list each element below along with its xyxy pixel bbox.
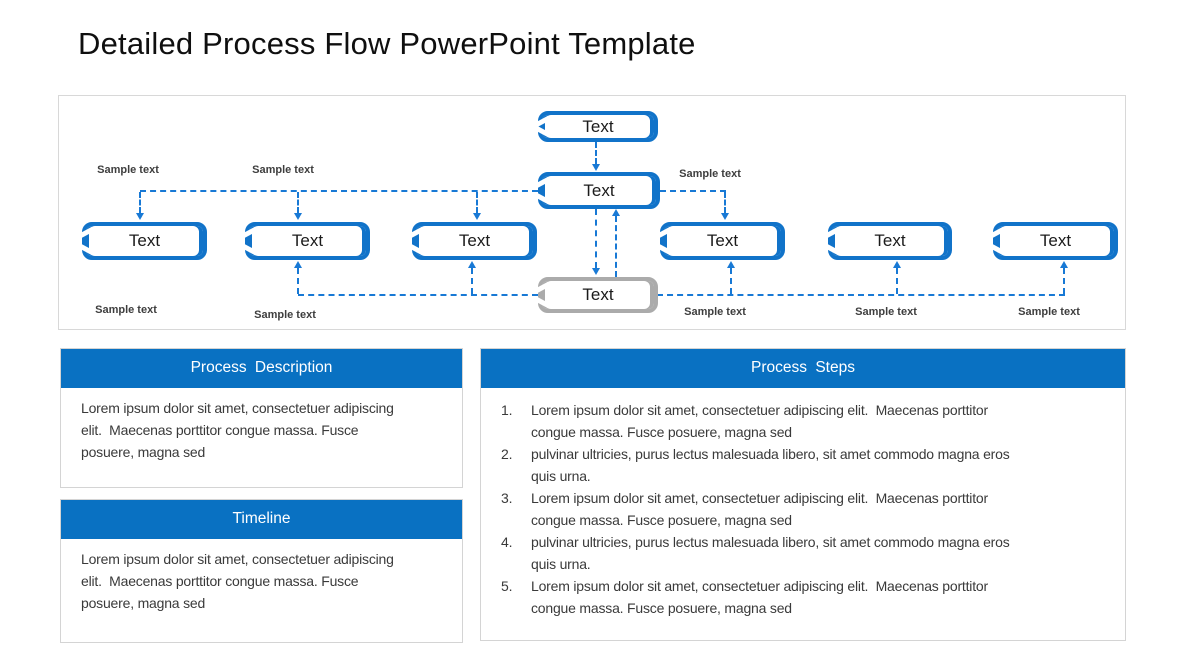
process-steps-list[interactable]: 1. Lorem ipsum dolor sit amet, consectet…: [481, 388, 1125, 619]
list-item-text: quis urna.: [531, 556, 591, 572]
timeline-header[interactable]: Timeline: [61, 500, 462, 539]
process-steps-panel: Process Steps 1. Lorem ipsum dolor sit a…: [480, 348, 1126, 641]
list-item-text: pulvinar ultricies, purus lectus malesua…: [531, 446, 1010, 462]
connector-line: [615, 216, 617, 277]
box-label: Text: [583, 180, 615, 200]
body-text-line: posuere, magna sed: [81, 444, 206, 460]
arrowhead-down-icon: [721, 213, 729, 220]
arrowhead-up-icon: [893, 261, 901, 268]
process-box-1[interactable]: Text: [82, 222, 207, 260]
process-description-body[interactable]: Lorem ipsum dolor sit amet, consectetuer…: [61, 388, 462, 463]
list-item-number: 5.: [501, 578, 513, 594]
box-label: Text: [582, 285, 614, 304]
connector-line: [595, 209, 597, 268]
list-item-text: Lorem ipsum dolor sit amet, consectetuer…: [531, 402, 988, 418]
sample-text-label[interactable]: Sample text: [855, 306, 917, 318]
connector-line: [724, 192, 726, 213]
body-text-line: elit. Maecenas porttitor congue massa. F…: [81, 422, 359, 438]
connector-line: [660, 190, 726, 192]
process-box-3[interactable]: Text: [412, 222, 537, 260]
arrowhead-up-icon: [727, 261, 735, 268]
list-item-number: 2.: [501, 446, 513, 462]
connector-line: [657, 294, 1065, 296]
arrowhead-down-icon: [592, 268, 600, 275]
list-item: 4. pulvinar ultricies, purus lectus male…: [501, 531, 1125, 575]
process-steps-header[interactable]: Process Steps: [481, 349, 1125, 388]
list-item-number: 3.: [501, 490, 513, 506]
timeline-panel: Timeline Lorem ipsum dolor sit amet, con…: [60, 499, 463, 643]
body-text-line: posuere, magna sed: [81, 595, 206, 611]
sample-text-label[interactable]: Sample text: [1018, 306, 1080, 318]
sample-text-label[interactable]: Sample text: [252, 164, 314, 176]
arrowhead-up-icon: [612, 209, 620, 216]
process-box-5[interactable]: Text: [828, 222, 952, 260]
list-item: 3. Lorem ipsum dolor sit amet, consectet…: [501, 487, 1125, 531]
arrowhead-up-icon: [294, 261, 302, 268]
process-box-4[interactable]: Text: [660, 222, 785, 260]
process-box-2[interactable]: Text: [245, 222, 370, 260]
box-label: Text: [128, 231, 161, 250]
sample-text-label[interactable]: Sample text: [254, 309, 316, 321]
connector-line: [471, 268, 473, 294]
sample-text-label[interactable]: Sample text: [97, 164, 159, 176]
connector-line: [140, 190, 538, 192]
box-label: Text: [874, 231, 906, 250]
box-label: Text: [582, 116, 614, 136]
body-text-line: Lorem ipsum dolor sit amet, consectetuer…: [81, 551, 394, 567]
list-item-text: Lorem ipsum dolor sit amet, consectetuer…: [531, 490, 988, 506]
box-label: Text: [458, 231, 491, 250]
list-item-number: 4.: [501, 534, 513, 550]
list-item-text: congue massa. Fusce posuere, magna sed: [531, 600, 792, 616]
process-box-top[interactable]: Text: [538, 111, 658, 142]
timeline-body[interactable]: Lorem ipsum dolor sit amet, consectetuer…: [61, 539, 462, 614]
connector-line: [139, 192, 141, 213]
process-box-bottom-gray[interactable]: Text: [538, 277, 658, 313]
list-item: 5. Lorem ipsum dolor sit amet, consectet…: [501, 575, 1125, 619]
arrowhead-down-icon: [592, 164, 600, 171]
process-description-panel: Process Description Lorem ipsum dolor si…: [60, 348, 463, 488]
sample-text-label[interactable]: Sample text: [679, 168, 741, 180]
arrowhead-down-icon: [473, 213, 481, 220]
connector-line: [1063, 268, 1065, 294]
connector-line: [476, 192, 478, 213]
page-title[interactable]: Detailed Process Flow PowerPoint Templat…: [78, 26, 696, 61]
body-text-line: elit. Maecenas porttitor congue massa. F…: [81, 573, 359, 589]
process-box-center[interactable]: Text: [538, 172, 660, 209]
sample-text-label[interactable]: Sample text: [684, 306, 746, 318]
connector-line: [297, 192, 299, 213]
box-label: Text: [291, 231, 324, 250]
arrowhead-up-icon: [1060, 261, 1068, 268]
arrowhead-down-icon: [136, 213, 144, 220]
list-item: 1. Lorem ipsum dolor sit amet, consectet…: [501, 399, 1125, 443]
list-item-number: 1.: [501, 402, 513, 418]
box-label: Text: [706, 231, 739, 250]
list-item-text: pulvinar ultricies, purus lectus malesua…: [531, 534, 1010, 550]
connector-line: [297, 268, 299, 294]
list-item-text: congue massa. Fusce posuere, magna sed: [531, 512, 792, 528]
box-label: Text: [1039, 231, 1072, 250]
process-box-6[interactable]: Text: [993, 222, 1118, 260]
arrowhead-down-icon: [294, 213, 302, 220]
list-item-text: quis urna.: [531, 468, 591, 484]
connector-line: [595, 142, 597, 164]
connector-line: [896, 268, 898, 294]
list-item-text: Lorem ipsum dolor sit amet, consectetuer…: [531, 578, 988, 594]
body-text-line: Lorem ipsum dolor sit amet, consectetuer…: [81, 400, 394, 416]
sample-text-label[interactable]: Sample text: [95, 304, 157, 316]
process-description-header[interactable]: Process Description: [61, 349, 462, 388]
connector-line: [298, 294, 538, 296]
list-item: 2. pulvinar ultricies, purus lectus male…: [501, 443, 1125, 487]
arrowhead-up-icon: [468, 261, 476, 268]
connector-line: [730, 268, 732, 294]
list-item-text: congue massa. Fusce posuere, magna sed: [531, 424, 792, 440]
